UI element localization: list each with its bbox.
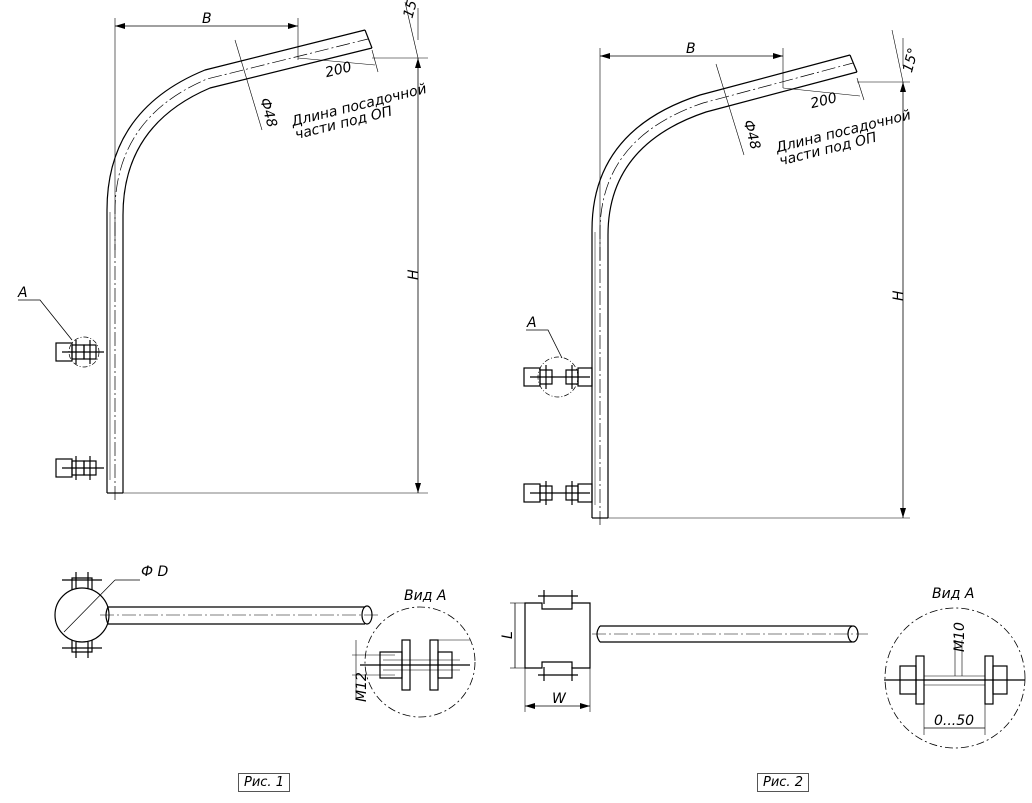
fig2-clamp-upper	[523, 365, 593, 389]
fig1-label-angle: 15°	[401, 0, 423, 20]
fig2-caption: Рис. 2	[757, 773, 809, 792]
fig2-label-h: H	[891, 290, 907, 301]
fig1-top-view	[54, 572, 380, 658]
fig2-label-angle: 15°	[900, 46, 922, 74]
fig2-view-label: Вид А	[932, 586, 974, 602]
fig1-tube-outer	[106, 29, 366, 493]
fig2-range-label: 0...50	[934, 713, 974, 729]
fig1-label-h: H	[406, 269, 422, 280]
fig2-clamp-lower	[523, 481, 593, 505]
fig2-top-view	[510, 590, 868, 712]
fig1-tube-inner	[122, 47, 373, 493]
fig2-callout-a: A	[526, 315, 537, 331]
fig1-label-clamp-diameter: Ф D	[141, 564, 169, 580]
fig1-arm	[108, 606, 365, 625]
fig1-view-label: Вид А	[404, 588, 446, 604]
fig2-centerline	[599, 62, 854, 525]
fig2-bracket	[523, 29, 910, 525]
fig1-tube-end	[364, 29, 373, 49]
fig1-detail-circle	[68, 336, 100, 368]
fig2-label-w: W	[552, 691, 567, 707]
fig1-bracket	[18, 1, 428, 500]
fig1-200-dimline	[297, 57, 376, 66]
fig1-bolt-label: M12	[354, 672, 370, 702]
fig2-label-l: L	[500, 631, 516, 639]
fig1-centerline	[114, 38, 369, 500]
fig2-detail-view	[884, 607, 1026, 749]
fig1-callout-leader	[18, 299, 73, 341]
fig2-tube-inner	[607, 71, 858, 518]
fig1-callout-a: A	[17, 285, 28, 301]
fig2-tube-outer	[591, 54, 851, 518]
fig2-bolt-label: M10	[952, 622, 968, 652]
fig2-label-b: B	[686, 41, 696, 57]
fig2-detail-circle	[537, 356, 579, 398]
fig1-clamp-upper	[55, 340, 104, 364]
fig2-callout-leader	[526, 329, 563, 359]
fig1-dia-leader	[234, 39, 263, 131]
fig1-label-200: 200	[324, 59, 354, 81]
fig2-label-200: 200	[809, 90, 839, 112]
fig2-square-clamp	[524, 602, 591, 669]
fig1-detail-view	[352, 606, 476, 718]
fig1-clamp-lower	[55, 456, 104, 480]
fig1-label-diameter: Ф48	[256, 96, 280, 129]
fig1-label-b: B	[202, 11, 212, 27]
fig1-caption: Рис. 1	[238, 773, 290, 792]
fig2-label-diameter: Ф48	[740, 118, 764, 151]
